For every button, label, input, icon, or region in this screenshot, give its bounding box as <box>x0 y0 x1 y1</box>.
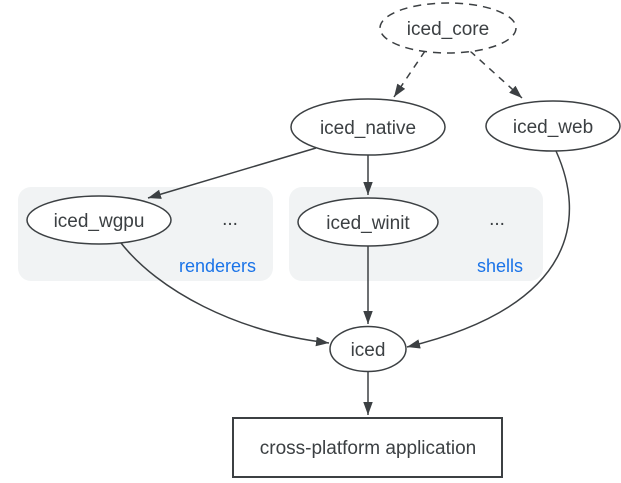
node-iced-core-label: iced_core <box>407 19 489 40</box>
edge-iced-wgpu-to-iced <box>120 242 330 347</box>
shells-ellipsis: ... <box>489 209 505 230</box>
edge-iced-core-to-iced-web <box>469 50 523 99</box>
node-iced-native <box>290 98 446 156</box>
edge-iced-core-to-iced-native <box>393 50 426 98</box>
edge-iced-native-to-iced-wgpu <box>147 147 317 199</box>
node-iced-native-label: iced_native <box>320 118 416 139</box>
node-cross-platform-application-label: cross-platform application <box>260 438 476 459</box>
renderers-ellipsis: ... <box>222 209 238 230</box>
node-iced-core <box>379 2 517 54</box>
node-iced-winit-label: iced_winit <box>326 213 410 234</box>
node-iced-web-label: iced_web <box>513 117 593 138</box>
node-iced-web <box>485 100 621 152</box>
node-iced-wgpu-label: iced_wgpu <box>54 211 145 232</box>
renderers-group-label: renderers <box>179 256 256 276</box>
node-iced-wgpu <box>26 195 172 245</box>
node-iced-winit <box>297 197 439 247</box>
node-iced-label: iced <box>351 340 386 361</box>
node-cross-platform-application <box>232 417 503 478</box>
node-iced <box>329 325 407 373</box>
shells-group-label: shells <box>477 256 523 276</box>
edge-iced-web-to-iced <box>406 150 571 349</box>
